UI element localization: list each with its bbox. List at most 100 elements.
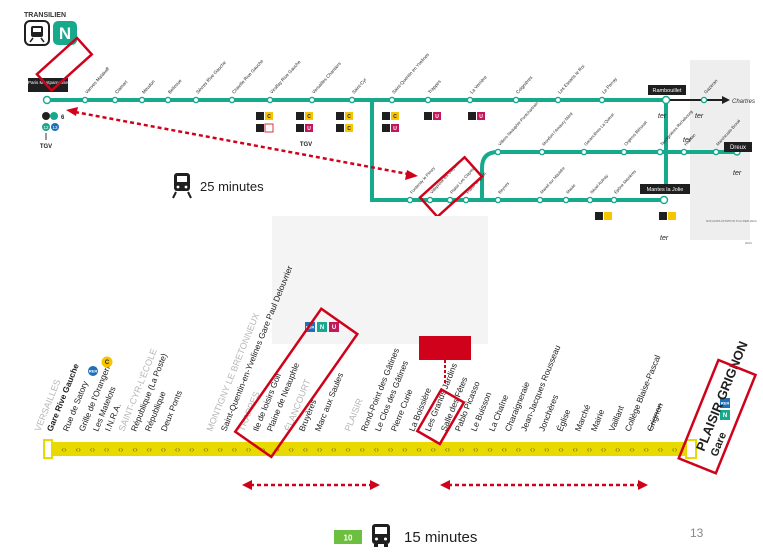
- svg-text:U: U: [307, 126, 311, 132]
- station-dot-orgerus-behoust[interactable]: [620, 148, 628, 156]
- chevron-icon-43: ‹›: [672, 445, 678, 454]
- tram-t13-band: [44, 442, 694, 456]
- station-dot-rambouillet[interactable]: [661, 95, 671, 105]
- station-label-beynes: Beynes: [497, 181, 510, 195]
- station-dot-villiers-neauphle-pontchartrain[interactable]: [494, 148, 502, 156]
- chevron-icon-40: ‹›: [629, 445, 635, 454]
- terminus-dreux[interactable]: Dreux: [724, 142, 752, 152]
- station-dot-viroflay-rive-gauche[interactable]: [266, 96, 274, 104]
- chevron-icon-31: ‹›: [502, 445, 508, 454]
- train-icon: [172, 173, 192, 199]
- svg-text:Mantes la Jolie: Mantes la Jolie: [647, 187, 684, 193]
- red-marker-block: [419, 336, 471, 360]
- terminus-rambouillet[interactable]: Rambouillet: [648, 85, 686, 95]
- station-dot-mantes-la-jolie[interactable]: [659, 195, 669, 205]
- station-label-clamart: Clamart: [114, 79, 129, 95]
- station-dot-trappes[interactable]: [424, 96, 432, 104]
- range-arrow-right: [440, 480, 648, 490]
- svg-text:N: N: [723, 413, 727, 419]
- station-label-la-verriere: La Verrière: [469, 74, 488, 94]
- chevron-icon-30: ‹›: [487, 445, 493, 454]
- station-dot-les-essarts-le-roi[interactable]: [554, 96, 562, 104]
- station-label-orgerus-behoust: Orgerus Béhoust: [623, 119, 648, 146]
- operating-note: NON EXPLOITATION TGV RER 2024: [706, 219, 757, 223]
- chevron-icon-20: ‹›: [345, 445, 351, 454]
- station-dot-fontenay-le-fleury[interactable]: [406, 196, 414, 204]
- line-n-badge: N: [53, 21, 77, 45]
- station-dot-coignieres[interactable]: [512, 96, 520, 104]
- svg-text:N: N: [59, 24, 71, 43]
- station-label-mareil-sur-mauldre: Mareil sur Mauldre: [539, 165, 566, 195]
- station-label-villiers-neauphle-pontchartrain: Villiers Neauphle Pontchartrain: [497, 100, 540, 147]
- station-dot-bellevue[interactable]: [164, 96, 172, 104]
- station-dot-plaisir-grignon[interactable]: [462, 196, 470, 204]
- station-dot-chaville-rive-gauche[interactable]: [228, 96, 236, 104]
- station-label-versailles-chantiers: Versailles Chantiers: [311, 61, 342, 95]
- svg-text:ter: ter: [695, 113, 704, 120]
- station-dot-vanves-malakoff[interactable]: [81, 96, 89, 104]
- svg-text:TGV: TGV: [40, 144, 52, 150]
- map-credit: 2024: [745, 241, 752, 245]
- station-dot-villepreux-les-clayes[interactable]: [426, 196, 434, 204]
- chevron-icon-21: ‹›: [360, 445, 366, 454]
- chevron-icon-5: ‹›: [132, 445, 138, 454]
- terminus-mantes-la-jolie[interactable]: Mantes la Jolie: [640, 184, 690, 194]
- highlight-plaisir-grignon: [677, 358, 758, 475]
- chevron-icon-33: ‹›: [530, 445, 536, 454]
- station-dot-clamart[interactable]: [111, 96, 119, 104]
- highlight-plaisir-stop: [415, 387, 466, 446]
- highlight-paris-montparnasse: [35, 36, 94, 93]
- svg-text:ter: ter: [658, 113, 667, 120]
- watermark-panel: [272, 216, 488, 344]
- station-dot-montfort-l-amaury-mere[interactable]: [538, 148, 546, 156]
- svg-text:U: U: [479, 114, 483, 120]
- station-dot-maule[interactable]: [562, 196, 570, 204]
- chevron-icon-18: ‹›: [317, 445, 323, 454]
- bus-travel-time: 15 minutes: [404, 529, 477, 546]
- plaisir-grignon-badges: RER N: [720, 398, 730, 420]
- station-dot-la-verriere[interactable]: [466, 96, 474, 104]
- svg-text:C: C: [105, 360, 110, 366]
- page-number: 13: [690, 526, 704, 540]
- station-label-saint-cyr: Saint-Cyr: [351, 77, 368, 95]
- station-dot-sevres-rive-gauche[interactable]: [192, 96, 200, 104]
- station-dot-saint-quentin-en-yvelines[interactable]: [388, 96, 396, 104]
- chartres-label: Chartres: [732, 99, 755, 105]
- station-dot-plaisir-les-clayes[interactable]: [446, 196, 454, 204]
- chevron-icon-16: ‹›: [289, 445, 295, 454]
- station-dot-nezel-aulnay[interactable]: [586, 196, 594, 204]
- station-dot-le-perray[interactable]: [598, 96, 606, 104]
- station-dot-beynes[interactable]: [494, 196, 502, 204]
- chevron-icon-26: ‹›: [431, 445, 437, 454]
- chevron-icon-8: ‹›: [175, 445, 181, 454]
- station-label-chaville-rive-gauche: Chaville Rive Gauche: [231, 58, 265, 95]
- chevron-icon-10: ‹›: [203, 445, 209, 454]
- station-dot-tacoignieres-richebourg[interactable]: [656, 148, 664, 156]
- svg-text:U: U: [435, 114, 439, 120]
- station-dot-paris-montparnasse[interactable]: [42, 95, 52, 105]
- gare-rive-gauche-badges: RER C: [88, 356, 113, 376]
- svg-text:C: C: [347, 126, 351, 132]
- station-dot-marchezais-broue[interactable]: [712, 148, 720, 156]
- station-dot-meudon[interactable]: [138, 96, 146, 104]
- svg-text:ter: ter: [733, 170, 742, 177]
- station-dot-gazeran[interactable]: [700, 96, 708, 104]
- station-dot-versailles-chantiers[interactable]: [308, 96, 316, 104]
- chevron-icon-17: ‹›: [303, 445, 309, 454]
- chevron-icon-34: ‹›: [544, 445, 550, 454]
- station-dot-houdan[interactable]: [680, 148, 688, 156]
- svg-text:12: 12: [43, 125, 49, 130]
- chevron-icon-2: ‹›: [90, 445, 96, 454]
- chevron-icon-7: ‹›: [161, 445, 167, 454]
- station-dot-garancieres-la-queue[interactable]: [580, 148, 588, 156]
- svg-text:10: 10: [344, 534, 353, 543]
- station-dot-saint-cyr[interactable]: [348, 96, 356, 104]
- svg-text:Rambouillet: Rambouillet: [652, 88, 682, 94]
- range-arrow-left: [242, 480, 380, 490]
- station-dot-mareil-sur-mauldre[interactable]: [536, 196, 544, 204]
- station-label-bellevue: Bellevue: [167, 78, 183, 95]
- svg-text:ter: ter: [660, 235, 669, 242]
- station-dot-epone-mezieres[interactable]: [610, 196, 618, 204]
- chevron-icon-41: ‹›: [644, 445, 650, 454]
